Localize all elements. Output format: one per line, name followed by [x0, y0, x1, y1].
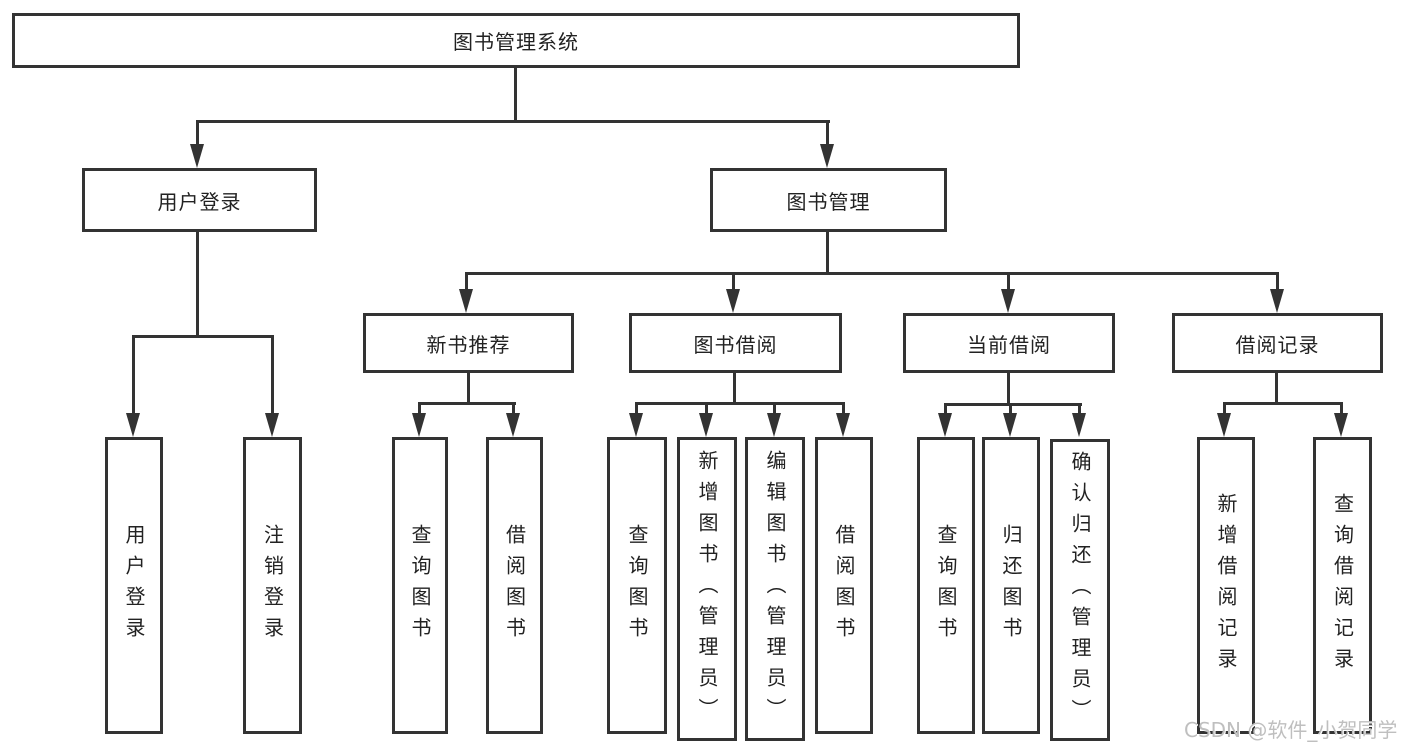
- node-current-borrowing: 当前借阅: [903, 313, 1115, 373]
- node-current-borrowing-label: 当前借阅: [967, 332, 1051, 357]
- leaf-user-login-label: 用户登录: [122, 523, 146, 648]
- leaf-current-return-label: 归还图书: [999, 523, 1023, 648]
- connector-line: [635, 402, 845, 405]
- node-book-borrowing: 图书借阅: [629, 313, 842, 373]
- leaf-current-confirm-return-admin-label: 确认归还（管理员）: [1068, 450, 1092, 730]
- leaf-records-add-label: 新增借阅记录: [1214, 492, 1238, 679]
- arrow-down-icon: [1003, 413, 1017, 437]
- connector-line: [132, 335, 135, 413]
- leaf-borrowing-add-admin-label: 新增图书（管理员）: [695, 449, 719, 729]
- leaf-records-add: 新增借阅记录: [1197, 437, 1255, 734]
- node-borrow-records: 借阅记录: [1172, 313, 1383, 373]
- arrow-down-icon: [412, 413, 426, 437]
- arrow-down-icon: [1217, 413, 1231, 437]
- connector-line: [512, 402, 515, 415]
- connector-line: [1340, 402, 1343, 415]
- arrow-down-icon: [126, 413, 140, 437]
- connector-line: [732, 272, 735, 290]
- leaf-borrowing-borrow: 借阅图书: [815, 437, 873, 734]
- connector-line: [196, 120, 830, 123]
- leaf-records-query: 查询借阅记录: [1313, 437, 1372, 734]
- leaf-current-confirm-return-admin: 确认归还（管理员）: [1050, 439, 1110, 741]
- leaf-logout-label: 注销登录: [260, 523, 285, 648]
- node-book-management-label: 图书管理: [786, 189, 871, 214]
- leaf-newbooks-borrow-label: 借阅图书: [502, 523, 527, 648]
- arrow-down-icon: [459, 289, 473, 313]
- arrow-down-icon: [836, 413, 850, 437]
- leaf-records-query-label: 查询借阅记录: [1330, 492, 1355, 679]
- connector-line: [514, 68, 517, 122]
- connector-line: [1007, 272, 1010, 290]
- leaf-current-query-label: 查询图书: [934, 523, 958, 648]
- connector-line: [132, 335, 274, 338]
- connector-line: [196, 120, 199, 146]
- arrow-down-icon: [506, 413, 520, 437]
- node-book-management: 图书管理: [710, 168, 947, 232]
- leaf-newbooks-query: 查询图书: [392, 437, 448, 734]
- connector-line: [944, 403, 1082, 406]
- leaf-newbooks-borrow: 借阅图书: [486, 437, 543, 734]
- root-node-label: 图书管理系统: [453, 30, 579, 54]
- leaf-borrowing-query-label: 查询图书: [625, 523, 649, 648]
- leaf-borrowing-edit-admin: 编辑图书（管理员）: [745, 437, 805, 741]
- connector-line: [944, 403, 947, 415]
- arrow-down-icon: [767, 413, 781, 437]
- connector-line: [418, 402, 516, 405]
- node-new-book-recommend-label: 新书推荐: [426, 332, 511, 357]
- connector-line: [467, 373, 470, 405]
- node-new-book-recommend: 新书推荐: [363, 313, 574, 373]
- node-user-login-label: 用户登录: [157, 189, 242, 214]
- connector-line: [635, 402, 638, 415]
- arrow-down-icon: [726, 289, 740, 313]
- leaf-borrowing-edit-admin-label: 编辑图书（管理员）: [763, 449, 787, 729]
- arrow-down-icon: [190, 144, 204, 168]
- connector-line: [1078, 403, 1081, 415]
- leaf-borrowing-add-admin: 新增图书（管理员）: [677, 437, 737, 741]
- connector-line: [773, 402, 776, 415]
- connector-line: [826, 120, 829, 146]
- arrow-down-icon: [699, 413, 713, 437]
- connector-line: [418, 402, 421, 415]
- connector-line: [705, 402, 708, 415]
- leaf-current-return: 归还图书: [982, 437, 1040, 734]
- leaf-logout: 注销登录: [243, 437, 302, 734]
- leaf-current-query: 查询图书: [917, 437, 975, 734]
- watermark: CSDN @软件_小贺同学: [1184, 718, 1398, 742]
- arrow-down-icon: [1001, 289, 1015, 313]
- connector-line: [1009, 403, 1012, 415]
- connector-line: [1275, 373, 1278, 405]
- arrow-down-icon: [629, 413, 643, 437]
- node-book-borrowing-label: 图书借阅: [693, 332, 778, 357]
- leaf-user-login: 用户登录: [105, 437, 163, 734]
- connector-line: [271, 335, 274, 413]
- connector-line: [1223, 402, 1343, 405]
- connector-line: [465, 272, 468, 290]
- connector-line: [1223, 402, 1226, 415]
- node-user-login: 用户登录: [82, 168, 317, 232]
- arrow-down-icon: [265, 413, 279, 437]
- connector-line: [842, 402, 845, 415]
- root-node: 图书管理系统: [12, 13, 1020, 68]
- arrow-down-icon: [1334, 413, 1348, 437]
- connector-line: [196, 232, 199, 338]
- connector-line: [1276, 272, 1279, 290]
- connector-line: [733, 373, 736, 405]
- arrow-down-icon: [1072, 413, 1086, 437]
- leaf-borrowing-borrow-label: 借阅图书: [832, 523, 856, 648]
- connector-line: [1007, 373, 1010, 406]
- connector-line: [826, 232, 829, 275]
- arrow-down-icon: [820, 144, 834, 168]
- node-borrow-records-label: 借阅记录: [1235, 332, 1320, 357]
- connector-line: [465, 272, 1279, 275]
- arrow-down-icon: [938, 413, 952, 437]
- leaf-newbooks-query-label: 查询图书: [408, 523, 432, 648]
- arrow-down-icon: [1270, 289, 1284, 313]
- leaf-borrowing-query: 查询图书: [607, 437, 667, 734]
